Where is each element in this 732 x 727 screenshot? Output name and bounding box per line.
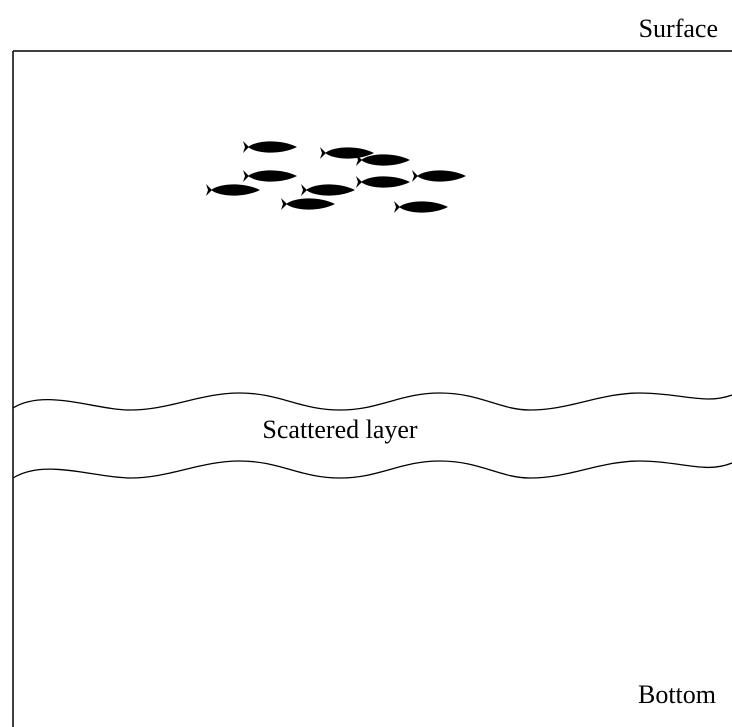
fish-school [206,141,466,213]
fish-icon [394,201,448,213]
surface-label: Surface [639,14,718,43]
fish-icon [206,184,260,196]
bottom-label: Bottom [638,680,716,709]
fish-icon [412,170,466,182]
scattered-layer-label: Scattered layer [262,415,418,444]
fish-icon [281,198,335,210]
fish-icon [243,141,297,153]
scattered-layer-lower-boundary [12,460,732,479]
fish-icon [320,147,374,159]
fish-icon [356,176,410,188]
fish-icon [356,154,410,166]
fish-icon [243,170,297,182]
scattered-layer-upper-boundary [12,392,732,411]
fish-icon [301,184,355,196]
